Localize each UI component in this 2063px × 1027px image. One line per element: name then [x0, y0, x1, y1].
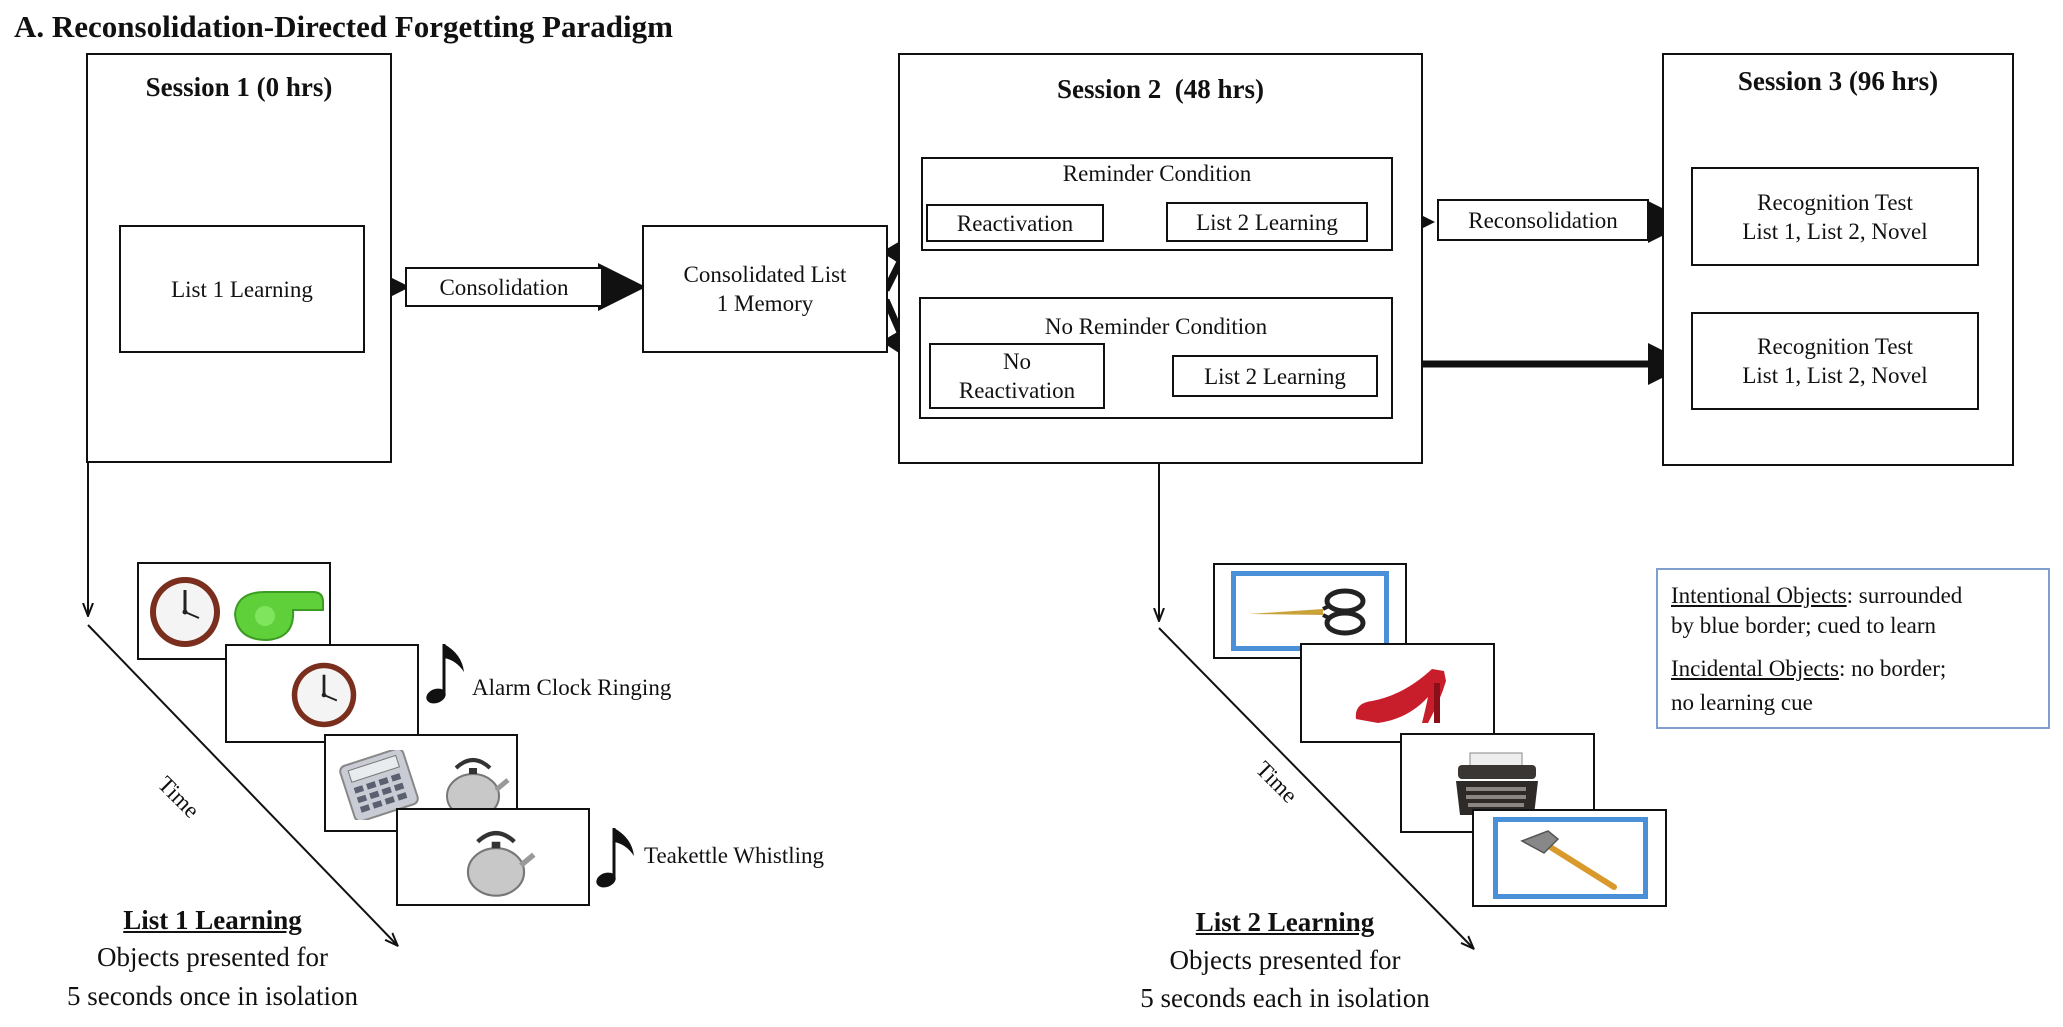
legend-intentional-desc1: : surrounded — [1846, 583, 1963, 608]
consolidation-label: Consolidation — [439, 274, 569, 300]
legend-box — [1656, 568, 2050, 729]
recognition-test-a-line2: List 1, List 2, Novel — [1742, 218, 1928, 244]
consolidated-memory-line1: Consolidated List — [683, 262, 847, 287]
reactivation-box: Reactivation — [926, 204, 1104, 242]
session1-title: Session 1 (0 hrs) — [145, 72, 333, 102]
no-reminder-list2-learning-box: List 2 Learning — [1172, 355, 1378, 397]
music-note-icon — [426, 644, 464, 704]
whistle-icon — [233, 591, 324, 642]
consolidated-memory-line2: 1 Memory — [716, 291, 814, 316]
no-reactivation-box: No Reactivation — [929, 343, 1105, 409]
calculator-icon — [339, 750, 419, 820]
recognition-test-a-line1: Recognition Test — [1757, 189, 1913, 215]
recognition-test-a-box: Recognition Test List 1, List 2, Novel — [1691, 167, 1979, 266]
hammer-icon — [1520, 830, 1617, 890]
intentional-border — [1493, 817, 1648, 899]
list1-caption-line2: 5 seconds once in isolation — [67, 981, 358, 1011]
session3-title: Session 3 (96 hrs) — [1737, 66, 1939, 96]
kettle-icon — [466, 830, 536, 897]
list2-caption-line1: Objects presented for — [1169, 945, 1401, 975]
recognition-test-b-box: Recognition Test List 1, List 2, Novel — [1691, 312, 1979, 410]
list2-time-axis — [1158, 627, 1473, 948]
recognition-test-b-line1: Recognition Test — [1757, 334, 1913, 359]
consolidation-box: Consolidation — [405, 267, 603, 307]
reactivation-label: Reactivation — [956, 210, 1074, 236]
clock-icon — [150, 577, 220, 647]
reminder-condition-label: Reminder Condition — [1062, 161, 1252, 186]
list1-frame-1 — [137, 562, 331, 660]
list2-frame-2 — [1300, 643, 1495, 743]
clock-icon — [291, 662, 357, 728]
list2-frame-4 — [1472, 809, 1667, 907]
list1-frame-4 — [396, 808, 590, 906]
list1-caption-line1: Objects presented for — [97, 942, 328, 972]
recognition-test-b-line2: List 1, List 2, Novel — [1742, 363, 1928, 388]
sound-label-teakettle: Teakettle Whistling — [644, 843, 825, 868]
no-reminder-condition-label: No Reminder Condition — [1044, 314, 1268, 339]
no-reactivation-line2: Reactivation — [958, 378, 1076, 403]
music-note-icon — [596, 828, 634, 888]
legend-intentional-term: Intentional Objects — [1671, 583, 1847, 608]
list1-learning-label: List 1 Learning — [171, 276, 313, 302]
legend-intentional-line1: Intentional Objects: surrounded — [1671, 581, 1962, 610]
legend-incidental-desc1: : no border; — [1838, 656, 1947, 681]
typewriter-icon — [1456, 752, 1538, 815]
legend-incidental-line1: Incidental Objects: no border; — [1671, 654, 1946, 683]
session2-title: Session 2 (48 hrs) — [1056, 74, 1265, 104]
reconsolidation-box: Reconsolidation — [1437, 199, 1649, 241]
list1-time-axis — [87, 624, 397, 945]
legend-incidental-line2: no learning cue — [1671, 690, 1813, 715]
reminder-list2-learning-label: List 2 Learning — [1196, 209, 1338, 235]
list1-learning-box: List 1 Learning — [119, 225, 365, 353]
list1-caption-title: List 1 Learning — [123, 905, 302, 935]
figure-title: A. Reconsolidation-Directed Forgetting P… — [14, 9, 673, 44]
no-reactivation-line1: No — [1002, 349, 1032, 374]
consolidated-memory-box: Consolidated List 1 Memory — [642, 225, 888, 353]
legend-incidental-term: Incidental Objects — [1671, 656, 1839, 681]
list2-caption-line2: 5 seconds each in isolation — [1140, 983, 1430, 1013]
list2-caption-title: List 2 Learning — [1195, 907, 1375, 937]
scissors-icon — [1249, 588, 1366, 636]
high-heel-shoe-icon — [1355, 669, 1446, 723]
list1-frame-2 — [225, 644, 419, 743]
no-reminder-list2-learning-label: List 2 Learning — [1204, 363, 1346, 389]
sound-label-alarm-clock: Alarm Clock Ringing — [472, 675, 672, 700]
reconsolidation-label: Reconsolidation — [1468, 207, 1618, 233]
legend-intentional-line2: by blue border; cued to learn — [1671, 613, 1937, 638]
reminder-list2-learning-box: List 2 Learning — [1166, 202, 1368, 242]
